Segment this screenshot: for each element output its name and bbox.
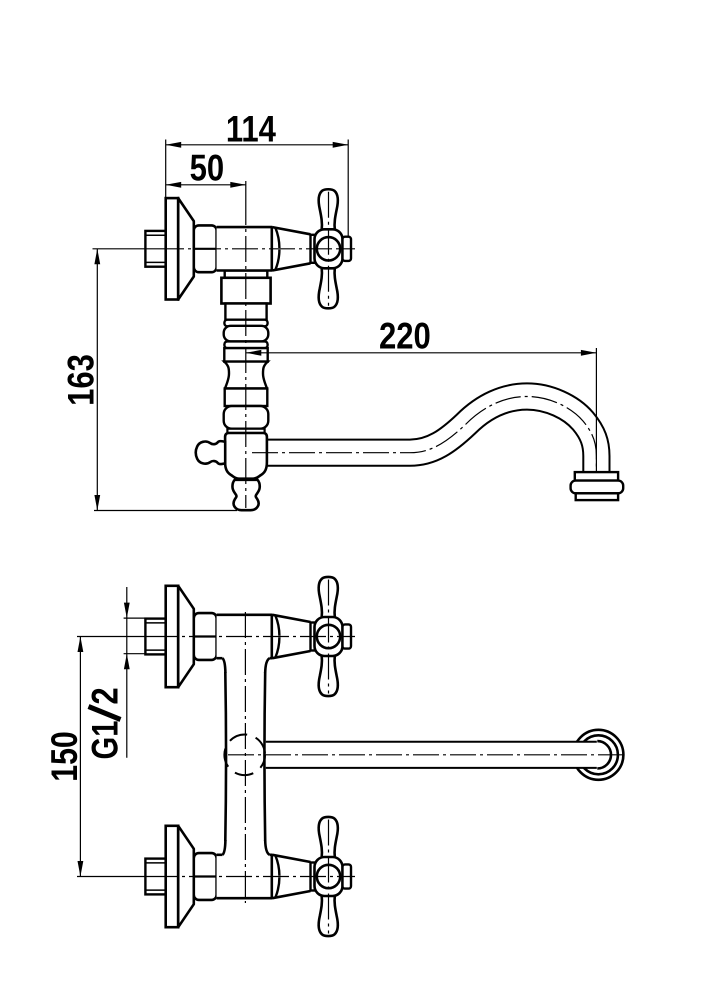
svg-text:G1: G1 (85, 721, 126, 760)
svg-text:150: 150 (44, 731, 86, 782)
svg-text:220: 220 (379, 316, 431, 357)
svg-text:2: 2 (85, 687, 126, 704)
svg-text:163: 163 (61, 354, 102, 406)
svg-text:114: 114 (226, 109, 276, 150)
svg-text:50: 50 (190, 148, 225, 189)
